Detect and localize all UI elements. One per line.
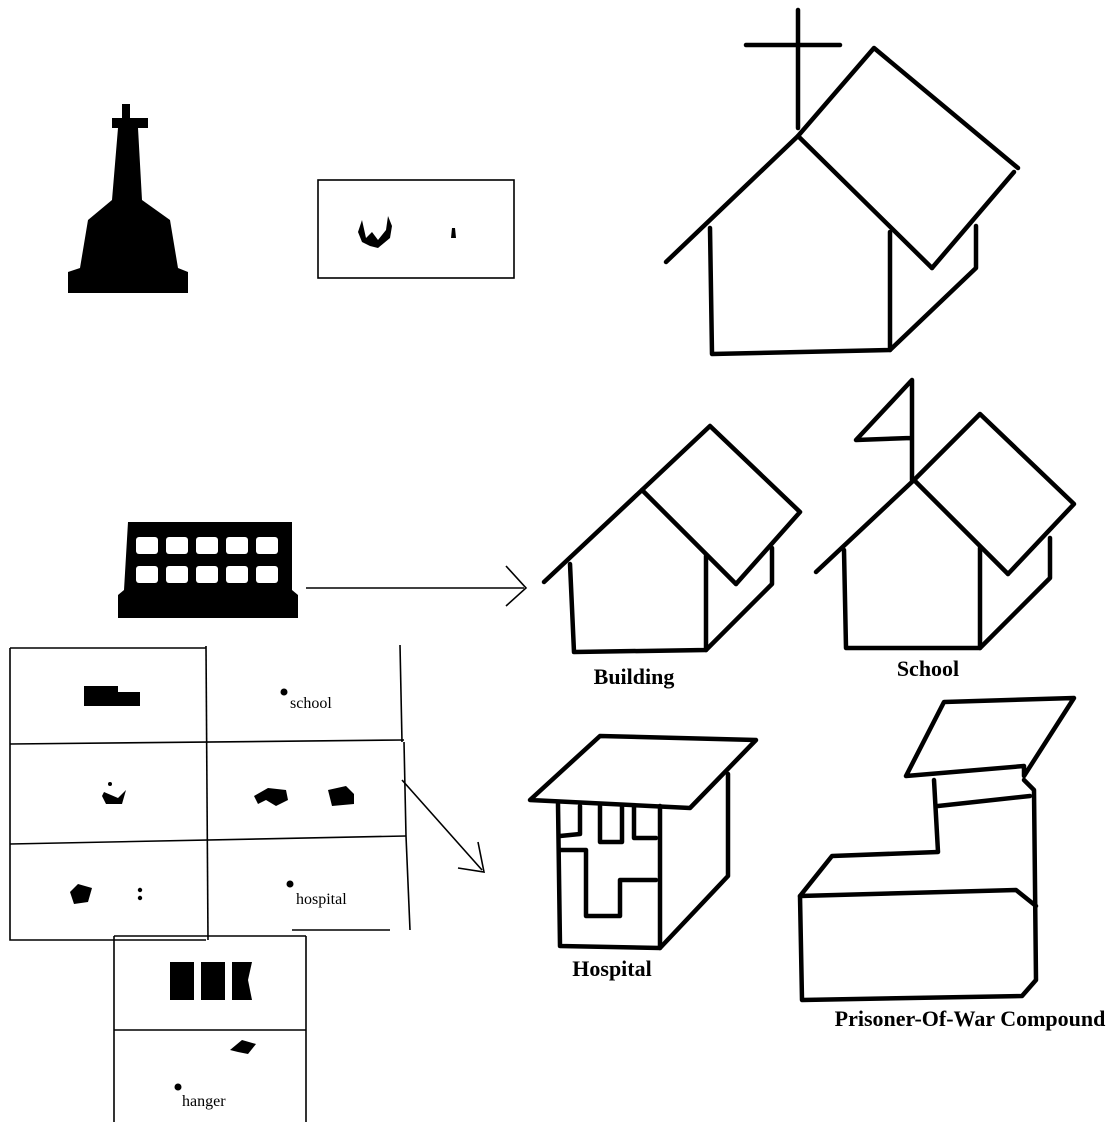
- sketch-box-top: [317, 179, 515, 279]
- building-line-icon: Building: [541, 423, 803, 689]
- pow-compound-line-icon: Prisoner-Of-War Compound: [797, 695, 1106, 1031]
- building-silhouette-icon: [118, 522, 298, 618]
- school-grid-label: school: [290, 695, 332, 712]
- building-label: Building: [594, 664, 675, 689]
- arrow-to-hospital: [401, 779, 486, 873]
- church-line-icon: [663, 7, 1021, 357]
- hospital-grid-label: hospital: [296, 891, 347, 908]
- school-line-icon: School: [813, 377, 1077, 681]
- sketch-grid: school hospital hanger: [9, 644, 411, 1122]
- hospital-line-icon: Hospital: [527, 733, 759, 981]
- hanger-grid-label: hanger: [182, 1093, 226, 1110]
- church-silhouette-icon: [68, 104, 188, 293]
- school-label: School: [897, 656, 959, 681]
- hospital-label: Hospital: [572, 956, 651, 981]
- arrow-to-building: [306, 565, 528, 607]
- pow-compound-label: Prisoner-Of-War Compound: [835, 1006, 1106, 1031]
